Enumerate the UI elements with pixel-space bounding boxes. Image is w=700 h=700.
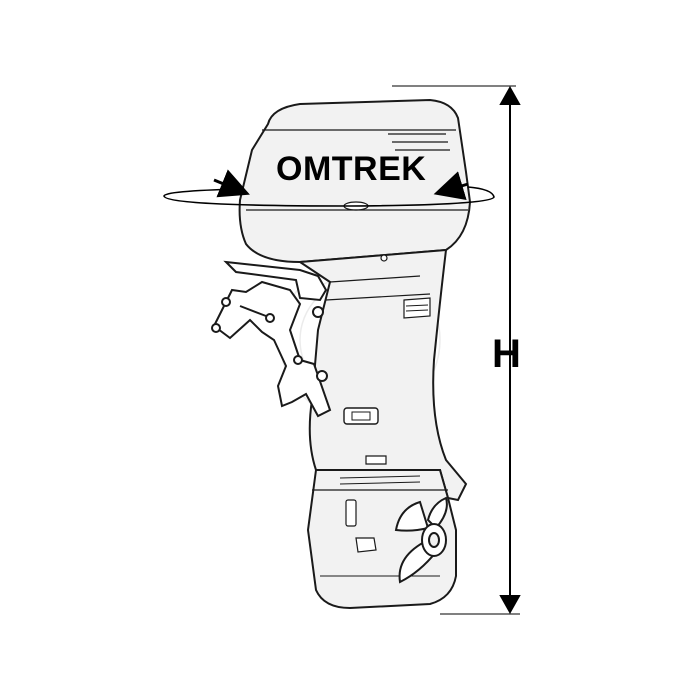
height-dimension bbox=[392, 85, 521, 615]
clamp-bracket bbox=[211, 260, 332, 418]
cowling bbox=[238, 98, 472, 264]
propeller bbox=[394, 496, 448, 584]
circumference-marker bbox=[163, 169, 495, 207]
midsection bbox=[297, 248, 468, 502]
height-label: H bbox=[492, 332, 521, 376]
circumference-label: OMTREK bbox=[276, 150, 427, 188]
